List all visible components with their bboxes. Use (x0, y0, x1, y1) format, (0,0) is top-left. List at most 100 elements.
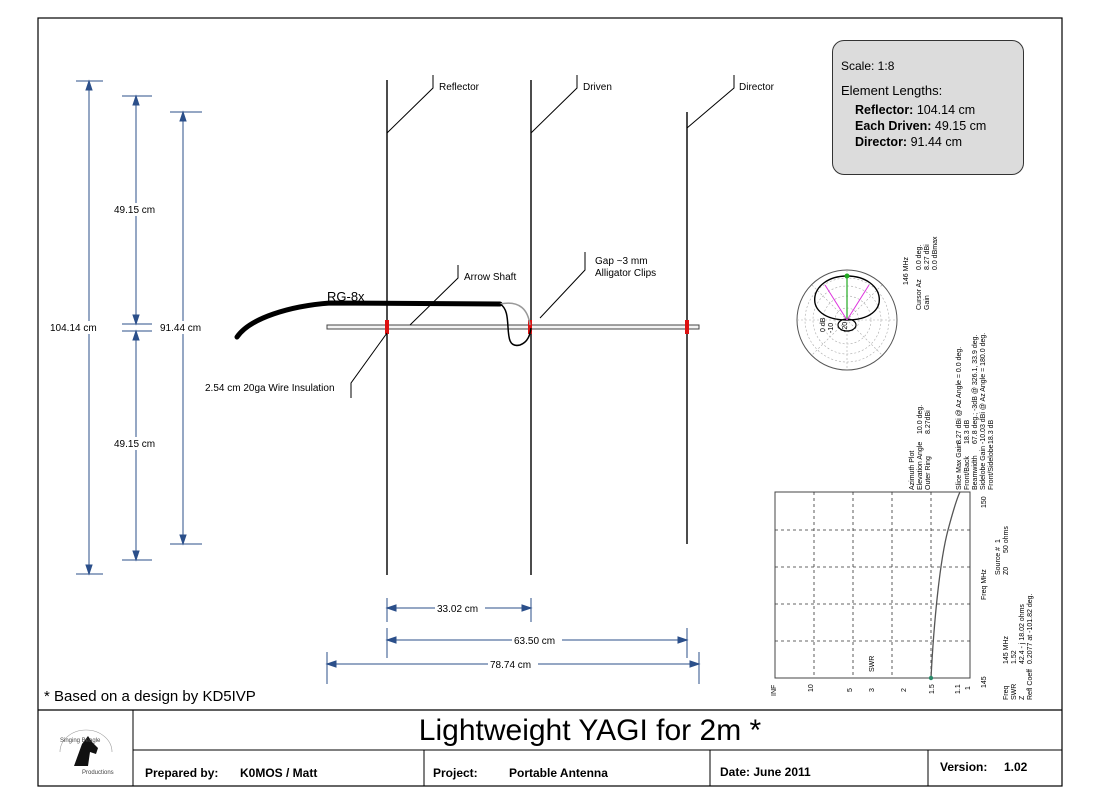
z0-label: Z0 (1003, 567, 1010, 575)
elevation-label: Elevation Angle (917, 442, 924, 490)
slice-max-label: Slice Max Gain (956, 443, 963, 490)
version-value: 1.02 (1004, 760, 1028, 774)
spacing-driven-label: 33.02 cm (437, 604, 478, 615)
arrow-shaft-leader (409, 265, 459, 326)
freq-axis-label: Freq MHz (981, 569, 988, 600)
director-insulation-mark (685, 320, 689, 334)
reflector-label: Reflector (439, 82, 480, 93)
readout-freq-value: 145 MHz (1003, 635, 1010, 664)
beamwidth-line-right (846, 284, 870, 321)
swr-tick-3: 3 (869, 688, 876, 692)
pattern-readouts: 146 MHz Cursor Az 0.0 deg. Gain 8.27 dBi… (903, 236, 995, 490)
insulation-leader (350, 332, 388, 398)
driven-upper-length-label: 49.15 cm (114, 205, 155, 216)
director-length-label: 91.44 cm (160, 323, 201, 334)
driven-length-key: Each Driven: (855, 119, 932, 133)
beamwidth-value: 67.8 deg.; -3dB @ 326.1, 33.9 deg. (972, 334, 979, 444)
reflector-length-value: 104.14 cm (916, 103, 976, 117)
readout-swr-value: 1.52 (1011, 650, 1018, 664)
sidelobe-label: Sidelobe Gain (980, 446, 987, 490)
date-text: Date: June 2011 (720, 765, 811, 779)
beamwidth-line-left (824, 284, 848, 321)
logo-text-bottom: Productions (82, 770, 114, 776)
reflector-insulation-mark (385, 320, 389, 334)
insulation-label: 2.54 cm 20ga Wire Insulation (205, 383, 335, 394)
element-lengths-box: Scale: 1:8 Element Lengths: Reflector: 1… (832, 40, 1024, 175)
reflector-length-key: Reflector: (855, 103, 914, 117)
reflector-length-row: Reflector: 104.14 cm (855, 103, 975, 117)
director-length-row: Director: 91.44 cm (855, 135, 962, 149)
front-sidelobe-label: Front/Sidelobe (988, 444, 995, 490)
cursor-az-label: Cursor Az (916, 279, 923, 310)
prepared-by-label: Prepared by: (145, 766, 219, 780)
readout-refl-label: Refl Coeff (1027, 669, 1034, 700)
readout-z-value: 42.4 - j 18.02 ohms (1019, 604, 1026, 664)
ring-10db-label: -10 (828, 323, 835, 333)
project-value: Portable Antenna (509, 766, 608, 780)
source-label: Source # (995, 547, 1002, 575)
ring-0db-label: 0 dB (820, 317, 827, 332)
readout-freq-label: Freq (1003, 686, 1010, 701)
azimuth-plot-label: Azimuth Plot (909, 451, 916, 490)
z0-value: 50 ohms (1003, 526, 1010, 553)
drawing-title: Lightweight YAGI for 2m * (418, 714, 762, 747)
swr-tick-1: 1 (965, 686, 972, 690)
azimuth-pattern-plot: 0 dB -10 -20 (796, 269, 898, 371)
outer-ring-value: 8.27dBi (925, 410, 932, 434)
element-lengths-heading: Element Lengths: (841, 83, 943, 98)
driven-label: Driven (583, 82, 612, 93)
alligator-clips-label: Alligator Clips (595, 268, 656, 279)
swr-tick-inf: INF (771, 685, 778, 696)
swr-plot (774, 491, 971, 681)
prepared-by-value: K0MOS / Matt (240, 766, 318, 780)
outer-ring-label: Outer Ring (925, 456, 932, 490)
driven-lower-length-label: 49.15 cm (114, 439, 155, 450)
spacing-director-label: 63.50 cm (514, 636, 555, 647)
front-sidelobe-value: 18.3 dB (988, 420, 995, 444)
arrow-shaft-label: Arrow Shaft (464, 272, 516, 283)
coax-cable (234, 300, 503, 340)
coax-center-lead (499, 302, 531, 326)
boom (326, 324, 700, 330)
coax-label: RG-8x (327, 289, 365, 304)
project-label: Project: (433, 766, 478, 780)
reflector-length-label: 104.14 cm (50, 323, 97, 334)
driven-length-row: Each Driven: 49.15 cm (855, 119, 986, 133)
swr-tick-1-5: 1.5 (929, 684, 936, 694)
freq-min-label: 145 (981, 676, 988, 688)
dimension-labels: 104.14 cm 49.15 cm 49.15 cm 91.44 cm 33.… (48, 203, 562, 671)
page-frame (37, 17, 1063, 787)
coax-shield-lead (499, 303, 532, 346)
sidelobe-value: -10.03 dBi @ Az Angle = 180.0 deg. (980, 333, 987, 444)
director-length-key: Director: (855, 135, 908, 149)
scale-text: Scale: 1:8 (841, 59, 895, 73)
swr-tick-1-1: 1.1 (955, 684, 962, 694)
slice-max-value: 8.27 dBi @ Az Angle = 0.0 deg. (956, 347, 963, 444)
director-label: Director (739, 82, 775, 93)
swr-tick-10: 10 (808, 684, 815, 692)
swr-labels: INF 10 5 3 2 1.5 1.1 1 SWR 145 Freq MHz … (771, 496, 1034, 700)
version-label: Version: (940, 760, 988, 774)
source-value: 1 (995, 539, 1002, 543)
gain-value-dbmax: 0.0 dBmax (932, 236, 939, 270)
boom-length-label: 78.74 cm (490, 660, 531, 671)
logo: Singing Beagle Productions (52, 722, 120, 782)
readout-refl-value: 0.2077 at -101.82 deg. (1027, 593, 1034, 664)
swr-tick-5: 5 (847, 688, 854, 692)
gap-label: Gap ~3 mm (595, 256, 648, 267)
swr-axis-label: SWR (869, 656, 876, 672)
director-length-value: 91.44 cm (910, 135, 962, 149)
readout-swr-label: SWR (1011, 684, 1018, 700)
swr-curve (930, 491, 961, 679)
director-leader (686, 75, 735, 129)
beamwidth-label: Beamwidth (972, 455, 979, 490)
reflector-leader (386, 75, 434, 134)
freq-max-label: 150 (981, 496, 988, 508)
beagle-logo-icon: Singing Beagle Productions (59, 729, 114, 776)
logo-text-top: Singing Beagle (60, 738, 101, 744)
readout-z-label: Z (1019, 695, 1026, 700)
swr-tick-2: 2 (901, 688, 908, 692)
pattern-freq: 146 MHz (903, 256, 910, 285)
driven-length-value: 49.15 cm (934, 119, 987, 133)
